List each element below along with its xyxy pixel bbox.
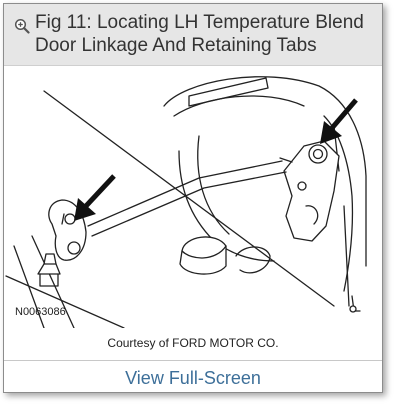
- arrow-left-marker: [74, 174, 116, 221]
- magnify-plus-icon[interactable]: [14, 18, 30, 34]
- arrow-right-marker: [320, 98, 358, 144]
- view-fullscreen-link[interactable]: View Full-Screen: [125, 368, 261, 388]
- figure-card: Fig 11: Locating LH Temperature Blend Do…: [3, 3, 383, 393]
- figure-code: N0063086: [15, 306, 66, 318]
- figure-caption: Courtesy of FORD MOTOR CO.: [107, 336, 279, 350]
- figure-header: Fig 11: Locating LH Temperature Blend Do…: [4, 4, 382, 66]
- figure-title: Fig 11: Locating LH Temperature Blend Do…: [35, 12, 364, 56]
- divider: [4, 360, 382, 361]
- linkage-illustration[interactable]: [4, 66, 382, 328]
